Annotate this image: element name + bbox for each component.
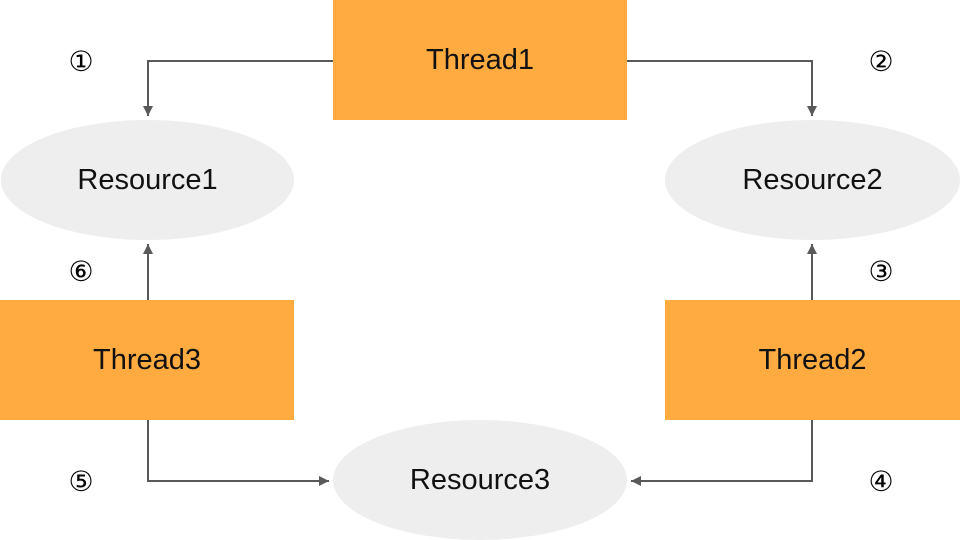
- edge-thread1-resource2: [627, 60, 817, 116]
- thread2-node: Thread2: [665, 300, 960, 420]
- edge-thread2-resource3: [631, 420, 813, 486]
- edge-thread3-resource3: [147, 420, 329, 486]
- thread3-node: Thread3: [0, 300, 294, 420]
- step-label-3: ③: [868, 254, 894, 288]
- edge-thread1-resource1: [143, 60, 333, 116]
- thread1-node: Thread1: [333, 0, 627, 120]
- resource1-node: Resource1: [1, 120, 294, 240]
- step-label-6: ⑥: [68, 254, 94, 288]
- resource3-node: Resource3: [333, 420, 627, 540]
- step-label-2: ②: [868, 44, 894, 78]
- step-label-5: ⑤: [68, 464, 94, 498]
- step-label-1: ①: [68, 44, 94, 78]
- resource2-node: Resource2: [665, 120, 960, 240]
- step-label-4: ④: [868, 464, 894, 498]
